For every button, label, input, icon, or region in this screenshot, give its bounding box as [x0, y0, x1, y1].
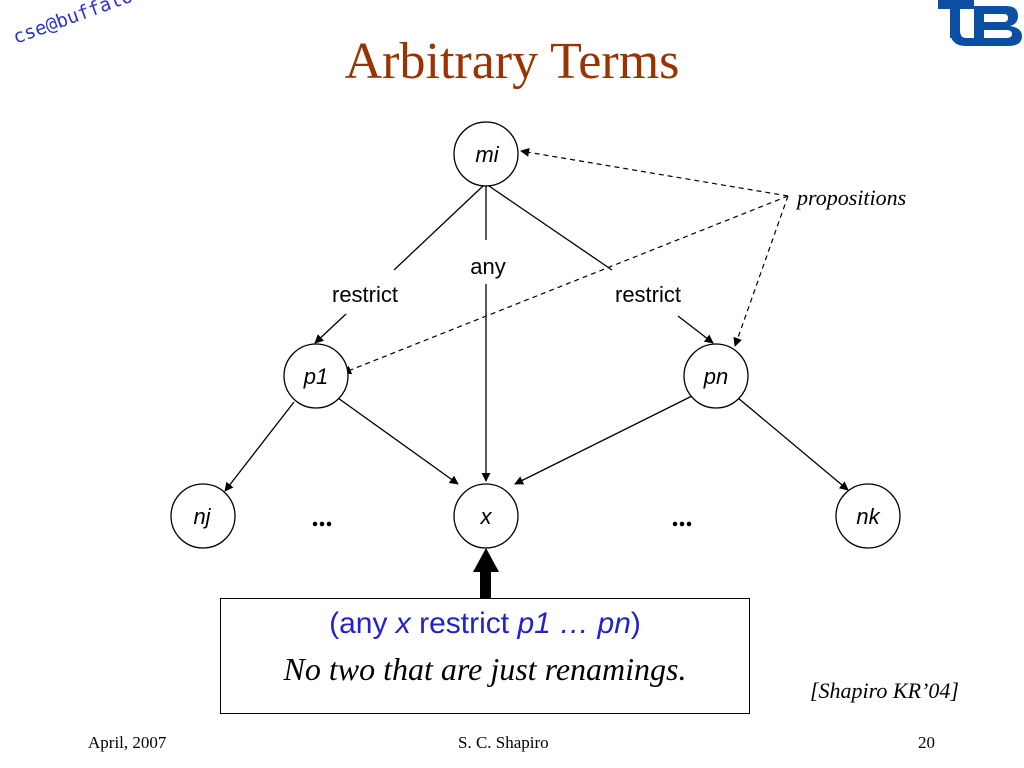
node-p1-circle: [283, 343, 349, 409]
footer-page: 20: [918, 733, 935, 752]
edge-label-restrict-left: restrict: [332, 282, 398, 307]
callout-restrict: restrict: [410, 607, 518, 640]
node-mi-circle: [453, 121, 519, 187]
node-x-label: x: [480, 504, 493, 529]
footer-author: S. C. Shapiro: [458, 733, 549, 752]
edge-pn-nk: [737, 397, 849, 491]
callout-expression: (any x restrict p1 … pn): [221, 607, 749, 641]
node-mi-label: mi: [475, 142, 499, 167]
ub-logo-icon: [938, 0, 1022, 46]
dashed-edge-propositions-p1: [342, 195, 789, 375]
ellipsis-left: ...: [312, 502, 333, 533]
node-pn-label: pn: [703, 364, 728, 389]
edge-label-restrict-right: restrict: [615, 282, 681, 307]
slide-title: Arbitrary Terms: [344, 33, 680, 90]
node-nk-circle: [835, 483, 901, 549]
node-nj-circle: [170, 483, 236, 549]
edge-restrict-right-pn: [677, 315, 714, 344]
edge-p1-nj: [224, 401, 295, 492]
callout-box: (any x restrict p1 … pn) No two that are…: [220, 598, 750, 714]
node-nk-label: nk: [856, 504, 880, 529]
callout-args: p1 … pn: [517, 607, 631, 640]
edge-label-any: any: [470, 254, 505, 279]
edge-mi-restrict-left: [393, 185, 484, 271]
callout-var: x: [395, 607, 411, 640]
edge-pn-x: [514, 395, 693, 485]
citation: [Shapiro KR’04]: [810, 678, 959, 703]
footer-date: April, 2007: [88, 733, 167, 752]
ellipsis-right: ...: [672, 502, 693, 533]
edge-p1-x: [337, 397, 459, 485]
callout-note: No two that are just renamings.: [283, 651, 687, 687]
node-nj-label: nj: [193, 504, 211, 529]
edge-mi-restrict-right: [488, 185, 613, 271]
dashed-edge-propositions-mi: [520, 147, 789, 197]
callout-open: (any: [329, 607, 396, 640]
node-p1-label: p1: [303, 364, 328, 389]
node-pn-circle: [683, 343, 749, 409]
edge-restrict-left-p1: [314, 313, 347, 344]
propositions-label: propositions: [795, 185, 906, 210]
callout-close: ): [630, 607, 641, 640]
